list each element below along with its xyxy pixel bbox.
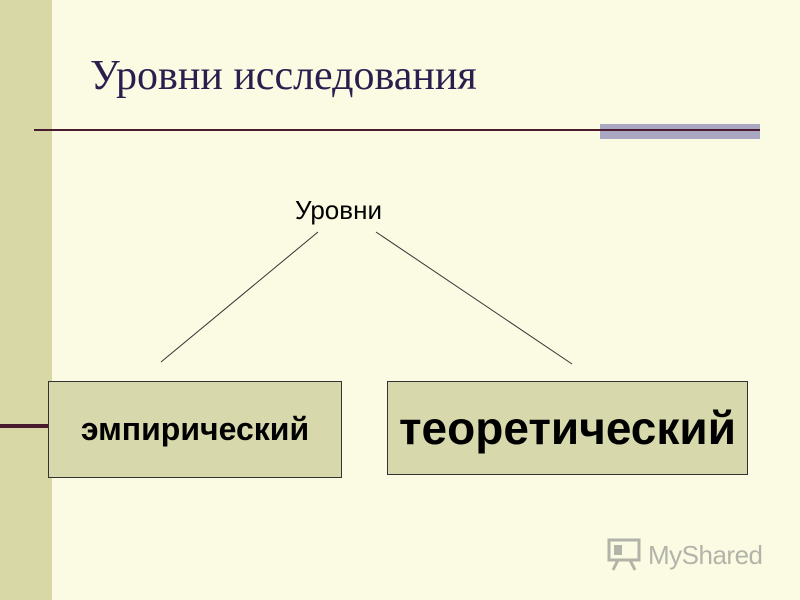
title-underline-accent (600, 124, 760, 139)
watermark-text: MyShared (648, 540, 763, 570)
left-decorative-bar (0, 0, 52, 600)
theoretical-level-box: теоретический (387, 381, 748, 475)
left-accent-line (0, 424, 52, 428)
empirical-level-label: эмпирический (80, 411, 310, 447)
empirical-level-box: эмпирический (48, 381, 342, 478)
watermark: MyShared (606, 536, 766, 572)
connector-line-right (375, 231, 573, 365)
presentation-board-icon (607, 538, 641, 571)
diagram-root-label: Уровни (295, 195, 382, 225)
title-underline (34, 129, 600, 131)
connector-line-left (160, 231, 319, 363)
theoretical-level-label: теоретический (399, 402, 736, 454)
slide-title: Уровни исследования (90, 53, 477, 99)
